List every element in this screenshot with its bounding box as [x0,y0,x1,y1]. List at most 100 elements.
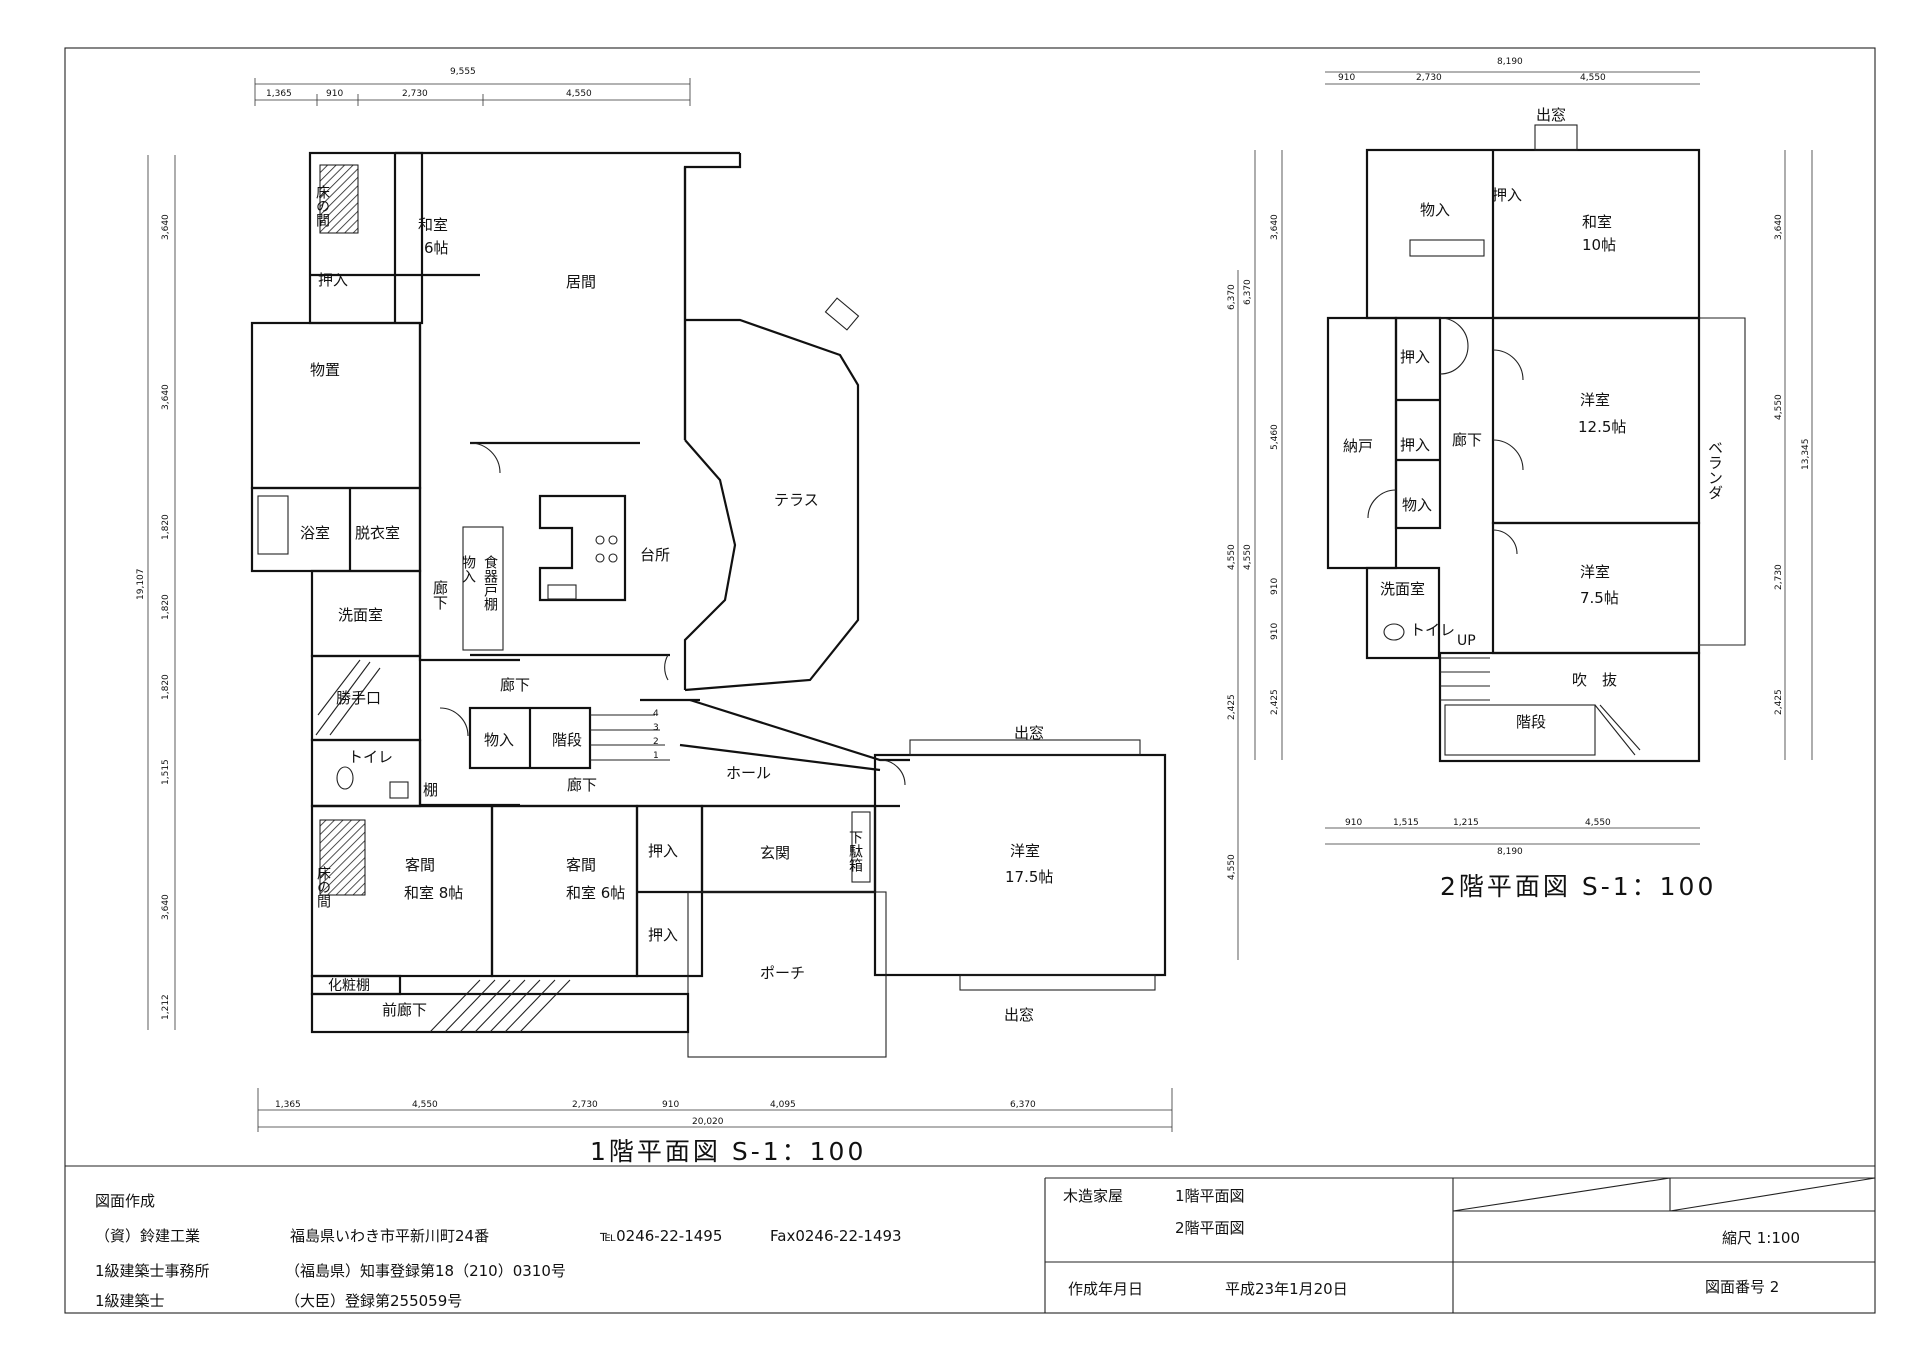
f2-western1-a: 洋室 [1580,391,1610,409]
tb-date-value: 平成23年1月20日 [1225,1280,1348,1298]
f1-dim-bottom-total: 20,020 [692,1117,724,1127]
f1-dim-left-4: 1,820 [161,674,171,700]
floor2-bottom-dimensions: 910 1,515 1,215 4,550 8,190 [1325,818,1700,857]
f1-dim-bottom-3: 910 [662,1100,679,1110]
sheet-border [64,47,1876,1314]
f2-dim-left-4: 2,425 [1270,689,1280,715]
f2-stairs: 階段 [1516,713,1546,731]
f2-storage-b: 物入 [1402,496,1432,514]
tb-fax: Fax0246-22-1493 [770,1227,902,1245]
f1-dim-top-1: 910 [326,89,343,99]
f1-kitchen: 台所 [640,546,670,564]
f1-pantry: 食器戸棚 [482,554,498,611]
f1-dim-left-2: 1,820 [161,514,171,540]
f2-western1-b: 12.5帖 [1578,418,1626,436]
f2-storage: 物入 [1420,201,1450,219]
f1-dim-top-3: 4,550 [566,89,592,99]
f1-step-1: 1 [653,751,659,761]
f1-storage-c: 物入 [484,731,514,749]
tb-address: 福島県いわき市平新川町24番 [290,1227,489,1245]
f2-corridor: 廊下 [1452,431,1482,449]
f2-dim-top-2: 4,550 [1580,73,1606,83]
f1-dressing: 脱衣室 [355,524,400,542]
f1-bay-bottom: 出窓 [1004,1006,1034,1024]
f1-western-a: 洋室 [1010,842,1040,860]
f1-service-entry: 勝手口 [336,689,381,707]
f2-dim-left-3: 910 [1270,623,1280,640]
f1-oshiire-c: 押入 [648,926,678,944]
tb-date-label: 作成年月日 [1068,1280,1143,1298]
tb-drawing-1: 1階平面図 [1175,1187,1245,1205]
f1-storage: 物置 [310,361,340,379]
f2-oshiire-c: 押入 [1400,436,1430,454]
f1-step-4: 4 [653,709,659,719]
f1-dim-right-3: 4,550 [1227,854,1237,880]
f1-dim-left-total: 19,107 [136,569,146,601]
f1-dim-left-1: 3,640 [161,384,171,410]
f1-washitsu6-a: 和室 [418,216,448,234]
f1-dim-top-0: 1,365 [266,89,292,99]
floor2-right-dimensions: 3,640 4,550 2,730 2,425 13,345 [1774,150,1813,760]
f1-washitsu6-b: 6帖 [424,239,449,257]
f1-guest8-b: 和室 8帖 [404,884,463,902]
f1-hall: ホール [726,764,771,782]
f2-dim-right-total: 13,345 [1801,439,1811,471]
f1-guest6-b: 和室 6帖 [566,884,625,902]
f2-closet: 納戸 [1343,437,1373,455]
f1-step-3: 3 [653,723,659,733]
f1-step-2: 2 [653,737,659,747]
f2-dim-right-1: 4,550 [1774,394,1784,420]
floor2-left-dimensions: 6,370 4,550 3,640 5,460 910 910 2,425 [1243,150,1283,760]
f1-tokonoma-a: 床の間 [314,185,330,228]
floor2-labels: 出窓 物入 押入 和室 10帖 押入 納戸 押入 廊下 物入 洋室 12.5帖 … [1343,106,1724,731]
f1-oshiire-b: 押入 [648,842,678,860]
f2-veranda: ベランダ [1706,440,1724,500]
floor1-walls [250,151,1167,1058]
f1-dim-left-5: 1,515 [161,759,171,785]
floor1-title: 1階平面図 S-1：100 [590,1137,866,1166]
f1-shelf: 棚 [423,781,438,799]
tb-scale: 縮尺 1:100 [1722,1229,1800,1247]
f2-oshiire-a: 押入 [1492,186,1522,204]
tb-company: （資）鈴建工業 [95,1227,200,1245]
floor2-plan: 8,190 910 2,730 4,550 6,370 4,550 3,640 … [1243,57,1813,901]
f1-decor-shelf: 化粧棚 [328,978,370,994]
f1-tokonoma-b: 床の間 [315,866,331,909]
tb-tel: ℡0246-22-1495 [599,1227,722,1245]
tb-building: 木造家屋 [1063,1187,1123,1205]
tb-sheet-no: 図面番号 2 [1705,1278,1779,1296]
floor1-left-dimensions: 19,107 3,640 3,640 1,820 1,820 1,820 1,5… [136,155,176,1030]
f1-dim-top-total: 9,555 [450,67,476,77]
tb-drawing-by: 図面作成 [95,1192,155,1210]
f1-guest8-a: 客間 [405,856,435,874]
floor1-top-dimensions: 9,555 1,365 910 2,730 4,550 [254,67,691,106]
f2-dim-left-1: 5,460 [1270,424,1280,450]
f2-dim-left-0: 3,640 [1270,214,1280,240]
f1-dim-left-6: 3,640 [161,894,171,920]
f2-dim-top-1: 2,730 [1416,73,1442,83]
floor1-bottom-dimensions: 1,365 4,550 2,730 910 4,095 6,370 20,020 [257,1088,1173,1132]
f1-dim-bottom-5: 6,370 [1010,1100,1036,1110]
f1-dim-right-2: 2,425 [1227,694,1237,720]
f1-bath: 浴室 [300,524,330,542]
f1-dim-bottom-2: 2,730 [572,1100,598,1110]
f2-dim-bottom-3: 4,550 [1585,818,1611,828]
f2-dim-top-total: 8,190 [1497,57,1523,67]
tb-reg-pref: （福島県）知事登録第18（210）0310号 [285,1262,566,1280]
f2-dim-bottom-0: 910 [1345,818,1362,828]
f1-guest6-a: 客間 [566,856,596,874]
floor2-title: 2階平面図 S-1：100 [1440,872,1716,901]
tb-reg-minister: （大臣）登録第255059号 [285,1292,462,1310]
f2-western2-b: 7.5帖 [1580,589,1619,607]
f1-dim-top-2: 2,730 [402,89,428,99]
f1-toilet: トイレ [348,748,393,766]
f1-shoe-box: 下駄箱 [847,830,863,872]
f1-washroom: 洗面室 [338,606,383,624]
f1-storage-b: 物入 [460,555,476,583]
f1-oshiire-a: 押入 [318,271,348,289]
f2-dim-right-0: 3,640 [1774,214,1784,240]
f1-dim-bottom-0: 1,365 [275,1100,301,1110]
f1-dim-right-1: 4,550 [1227,544,1237,570]
f1-front-corridor: 前廊下 [382,1001,427,1019]
